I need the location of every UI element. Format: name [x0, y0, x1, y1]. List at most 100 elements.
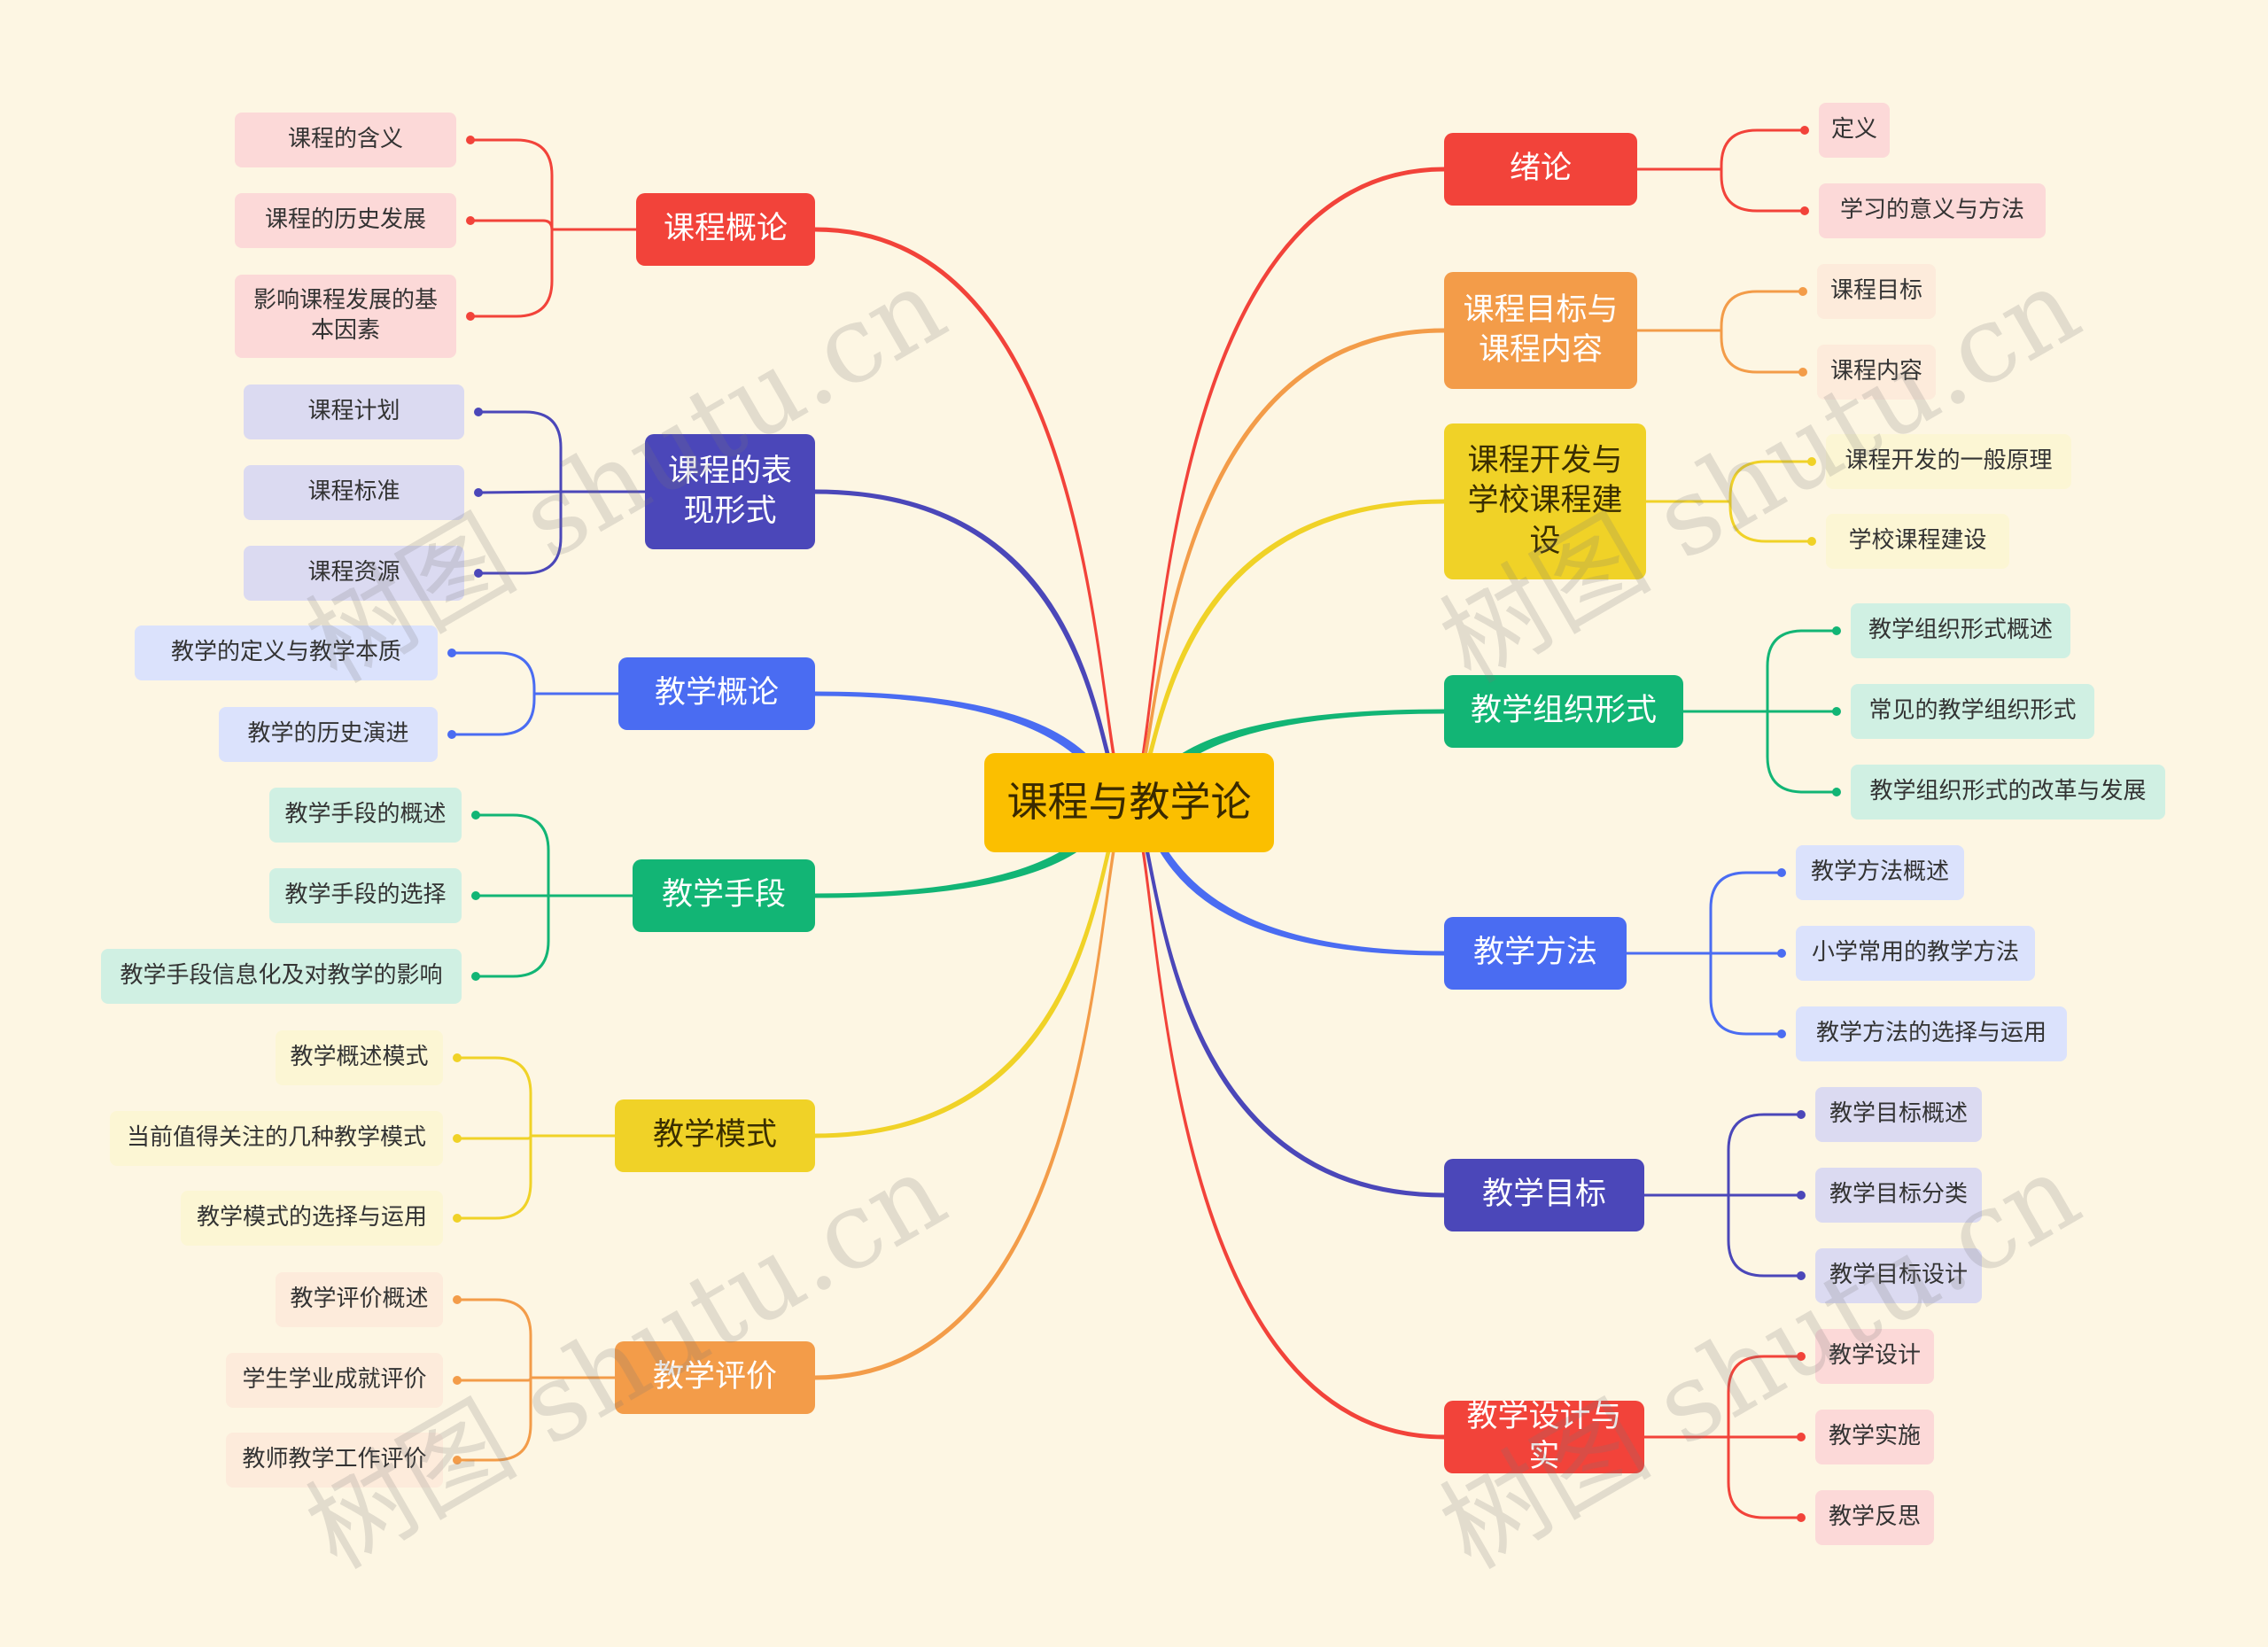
- leaf-dot-b12-2: [1797, 1513, 1806, 1522]
- leaf-connector-b11-2: [1727, 1195, 1801, 1278]
- leaf-node[interactable]: 影响课程发展的基本因素: [235, 275, 456, 358]
- branch-node[interactable]: 课程开发与学校课程建设: [1444, 423, 1646, 579]
- leaf-connector-b4-2: [457, 1136, 532, 1220]
- leaf-dot-b9-0: [1832, 626, 1841, 635]
- leaf-node[interactable]: 小学常用的教学方法: [1796, 926, 2035, 981]
- leaf-connector-b12-0: [1727, 1355, 1801, 1437]
- leaf-dot-b0-2: [466, 312, 475, 321]
- connector-b11: [1128, 794, 1445, 1198]
- leaf-dot-b10-0: [1777, 868, 1786, 877]
- leaf-connector-b7-1: [1720, 330, 1803, 374]
- leaf-connector-b7-0: [1720, 290, 1803, 330]
- leaf-node[interactable]: 学校课程建设: [1826, 514, 2009, 569]
- leaf-node[interactable]: 教学手段信息化及对教学的影响: [101, 949, 462, 1004]
- connector-b0: [814, 227, 1130, 812]
- branch-node[interactable]: 教学手段: [633, 859, 815, 932]
- branch-node[interactable]: 教学设计与实: [1444, 1399, 1644, 1474]
- leaf-dot-b10-2: [1777, 1029, 1786, 1038]
- leaf-connector-b2-1: [452, 694, 536, 736]
- leaf-dot-b11-1: [1797, 1191, 1806, 1200]
- leaf-connector-b0-2: [470, 229, 554, 318]
- leaf-node[interactable]: 教学方法概述: [1796, 845, 1964, 900]
- leaf-connector-b1-0: [478, 410, 563, 492]
- leaf-connector-b12-2: [1727, 1437, 1801, 1519]
- leaf-node[interactable]: 课程的含义: [235, 113, 456, 167]
- branch-node[interactable]: 教学模式: [615, 1099, 815, 1172]
- branch-node[interactable]: 课程目标与课程内容: [1444, 272, 1637, 389]
- leaf-node[interactable]: 教学目标分类: [1815, 1168, 1982, 1223]
- leaf-node[interactable]: 学习的意义与方法: [1819, 183, 2046, 238]
- leaf-connector-b0-0: [470, 138, 554, 229]
- leaf-dot-b6-0: [1800, 126, 1809, 135]
- leaf-connector-b8-0: [1728, 460, 1812, 501]
- leaf-connector-b1-1: [478, 490, 562, 494]
- leaf-node[interactable]: 教学组织形式概述: [1851, 603, 2070, 658]
- branch-node[interactable]: 课程概论: [636, 193, 815, 266]
- leaf-node[interactable]: 教学反思: [1815, 1490, 1934, 1545]
- leaf-dot-b10-1: [1777, 949, 1786, 958]
- leaf-dot-b11-0: [1797, 1110, 1806, 1119]
- branch-node[interactable]: 教学方法: [1444, 917, 1627, 990]
- connector-b1: [814, 489, 1130, 812]
- leaf-node[interactable]: 教学概述模式: [276, 1030, 443, 1085]
- leaf-connector-b1-2: [478, 492, 563, 575]
- leaf-node[interactable]: 教学实施: [1815, 1410, 1934, 1464]
- leaf-connector-b2-0: [452, 651, 536, 694]
- connector-b12: [1128, 794, 1445, 1440]
- connector-b5: [814, 794, 1130, 1380]
- leaf-node[interactable]: 定义: [1819, 103, 1890, 158]
- leaf-connector-b4-0: [457, 1056, 532, 1136]
- leaf-connector-b9-2: [1766, 711, 1837, 794]
- leaf-node[interactable]: 学生学业成就评价: [226, 1353, 443, 1408]
- leaf-connector-b3-2: [476, 896, 550, 978]
- leaf-node[interactable]: 教学组织形式的改革与发展: [1851, 765, 2165, 820]
- leaf-dot-b3-1: [471, 891, 480, 900]
- branch-node[interactable]: 教学概论: [618, 657, 815, 730]
- leaf-node[interactable]: 教学模式的选择与运用: [181, 1191, 443, 1246]
- leaf-node[interactable]: 课程资源: [244, 546, 464, 601]
- leaf-node[interactable]: 课程目标: [1817, 264, 1936, 319]
- leaf-dot-b1-0: [474, 408, 483, 416]
- branch-node[interactable]: 教学目标: [1444, 1159, 1644, 1231]
- leaf-dot-b2-1: [447, 730, 456, 739]
- leaf-connector-b11-0: [1727, 1113, 1801, 1195]
- leaf-node[interactable]: 教学评价概述: [276, 1272, 443, 1327]
- leaf-node[interactable]: 课程开发的一般原理: [1826, 434, 2071, 489]
- leaf-connector-b6-0: [1720, 128, 1805, 169]
- leaf-node[interactable]: 教学设计: [1815, 1329, 1934, 1384]
- leaf-node[interactable]: 课程内容: [1817, 345, 1936, 400]
- leaf-connector-b10-0: [1709, 871, 1782, 953]
- leaf-node[interactable]: 教学目标设计: [1815, 1248, 1982, 1303]
- branch-node[interactable]: 教学评价: [615, 1341, 815, 1414]
- branch-node[interactable]: 绪论: [1444, 133, 1637, 206]
- leaf-node[interactable]: 课程的历史发展: [235, 193, 456, 248]
- leaf-connector-b5-2: [457, 1378, 532, 1462]
- leaf-dot-b1-1: [474, 488, 483, 497]
- leaf-node[interactable]: 教学手段的概述: [269, 788, 462, 843]
- leaf-dot-b9-1: [1832, 707, 1841, 716]
- leaf-node[interactable]: 教学手段的选择: [269, 868, 462, 923]
- leaf-node[interactable]: 教学方法的选择与运用: [1796, 1006, 2067, 1061]
- leaf-node[interactable]: 教学的定义与教学本质: [135, 625, 438, 680]
- leaf-dot-b0-1: [466, 216, 475, 225]
- leaf-connector-b0-1: [470, 219, 554, 230]
- branch-node[interactable]: 教学组织形式: [1444, 675, 1683, 748]
- leaf-node[interactable]: 教学目标概述: [1815, 1087, 1982, 1142]
- leaf-dot-b2-0: [447, 649, 456, 657]
- leaf-connector-b8-1: [1728, 501, 1812, 543]
- leaf-node[interactable]: 教师教学工作评价: [226, 1433, 443, 1488]
- leaf-dot-b8-1: [1807, 537, 1816, 546]
- leaf-node[interactable]: 常见的教学组织形式: [1851, 684, 2094, 739]
- center-topic[interactable]: 课程与教学论: [984, 753, 1274, 852]
- connector-b4: [814, 794, 1130, 1138]
- leaf-node[interactable]: 教学的历史演进: [219, 707, 438, 762]
- leaf-connector-b5-1: [457, 1377, 532, 1382]
- leaf-node[interactable]: 课程标准: [244, 465, 464, 520]
- branch-node[interactable]: 课程的表现形式: [645, 434, 815, 549]
- leaf-node[interactable]: 当前值得关注的几种教学模式: [110, 1111, 443, 1166]
- leaf-connector-b6-1: [1720, 169, 1805, 213]
- leaf-node[interactable]: 课程计划: [244, 385, 464, 439]
- leaf-dot-b1-2: [474, 569, 483, 578]
- leaf-dot-b12-0: [1797, 1352, 1806, 1361]
